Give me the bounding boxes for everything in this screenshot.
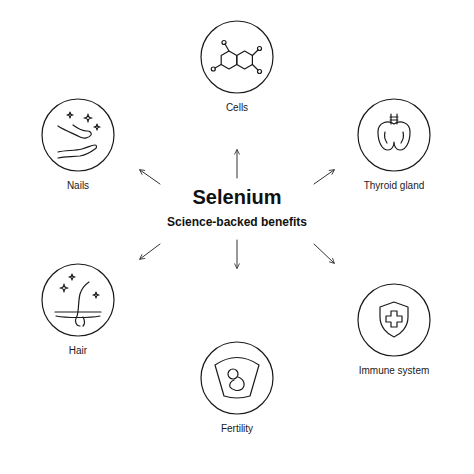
- nails-icon: [58, 112, 100, 158]
- benefit-label: Hair: [69, 345, 87, 356]
- thyroid-icon: [378, 114, 410, 150]
- circle-outline: [41, 263, 115, 337]
- subtitle-label: Science-backed benefits: [0, 215, 474, 229]
- benefit-label: Thyroid gland: [364, 180, 425, 191]
- benefit-circle: Nails: [41, 98, 115, 172]
- benefit-label: Cells: [226, 102, 248, 113]
- benefit-label: Immune system: [359, 365, 430, 376]
- circle-outline: [357, 283, 431, 357]
- circle-outline: [200, 20, 274, 94]
- hair-icon: [55, 274, 101, 326]
- hub-arrows: [140, 150, 334, 268]
- benefit-circle: Thyroid gland: [357, 98, 431, 172]
- shield-icon: [380, 302, 408, 337]
- benefit-label: Nails: [67, 180, 89, 191]
- cells-icon: [211, 41, 261, 74]
- benefit-circle: Immune system: [357, 283, 431, 357]
- benefit-circle: Fertility: [200, 341, 274, 415]
- benefit-circle: Cells: [200, 20, 274, 94]
- ultrasound-icon: [215, 358, 259, 399]
- benefit-circle: Hair: [41, 263, 115, 337]
- benefit-label: Fertility: [221, 423, 253, 434]
- circle-outline: [200, 341, 274, 415]
- circle-outline: [357, 98, 431, 172]
- circle-outline: [41, 98, 115, 172]
